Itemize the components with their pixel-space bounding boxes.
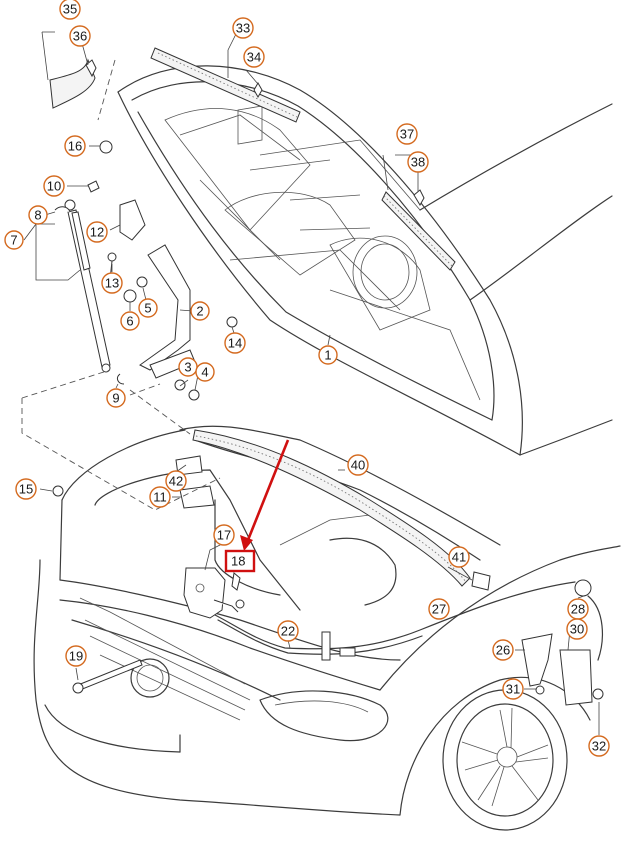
highlight-part-18: 18 <box>224 439 290 591</box>
svg-text:22: 22 <box>281 624 295 639</box>
assembly-outlines <box>21 59 221 511</box>
callout-28: 28 <box>567 598 589 620</box>
svg-text:16: 16 <box>68 139 82 154</box>
callout-12: 12 <box>86 221 108 243</box>
callout-34: 34 <box>243 46 265 68</box>
callout-6: 6 <box>120 311 140 331</box>
callout-15: 15 <box>15 478 37 500</box>
bulkhead-seal-40 <box>192 429 471 587</box>
svg-text:14: 14 <box>228 336 242 351</box>
svg-text:26: 26 <box>496 643 510 658</box>
svg-text:19: 19 <box>69 649 83 664</box>
svg-text:27: 27 <box>432 602 446 617</box>
svg-text:28: 28 <box>571 602 585 617</box>
callout-17: 17 <box>213 524 235 546</box>
callout-22: 22 <box>277 620 299 642</box>
svg-text:2: 2 <box>196 304 203 319</box>
callout-32: 32 <box>588 735 610 757</box>
callout-7: 7 <box>4 230 24 250</box>
svg-text:40: 40 <box>351 458 365 473</box>
callout-4: 4 <box>195 362 215 382</box>
callout-13: 13 <box>101 272 123 294</box>
svg-text:1: 1 <box>324 348 331 363</box>
svg-text:17: 17 <box>217 528 231 543</box>
callout-40: 40 <box>347 454 369 476</box>
callout-42: 42 <box>165 470 187 492</box>
svg-text:34: 34 <box>247 50 261 65</box>
svg-text:8: 8 <box>34 208 41 223</box>
gas-strut <box>64 199 111 373</box>
callout-41: 41 <box>448 546 470 568</box>
svg-text:15: 15 <box>19 482 33 497</box>
latch-assembly <box>52 455 491 619</box>
callout-8: 8 <box>28 205 48 225</box>
svg-text:5: 5 <box>144 301 151 316</box>
svg-text:38: 38 <box>411 155 425 170</box>
svg-text:12: 12 <box>90 225 104 240</box>
callout-14: 14 <box>224 332 246 354</box>
svg-text:33: 33 <box>236 21 250 36</box>
svg-text:31: 31 <box>506 682 520 697</box>
svg-text:4: 4 <box>201 365 208 380</box>
svg-text:10: 10 <box>47 179 61 194</box>
callout-30: 30 <box>566 618 588 640</box>
svg-text:13: 13 <box>105 276 119 291</box>
callout-35: 35 <box>59 0 81 20</box>
seal-35 <box>49 58 96 109</box>
svg-text:42: 42 <box>169 474 183 489</box>
callout-33: 33 <box>232 17 254 39</box>
car-body <box>33 103 621 831</box>
callout-3: 3 <box>178 357 198 377</box>
callout-11: 11 <box>149 486 171 508</box>
svg-text:41: 41 <box>452 550 466 565</box>
svg-text:32: 32 <box>592 739 606 754</box>
leader-lines <box>23 29 600 735</box>
svg-text:7: 7 <box>10 233 17 248</box>
callout-10: 10 <box>43 175 65 197</box>
svg-text:6: 6 <box>126 314 133 329</box>
callout-31: 31 <box>502 678 524 700</box>
svg-text:9: 9 <box>112 391 119 406</box>
callout-18-label: 18 <box>231 554 245 569</box>
svg-text:11: 11 <box>153 490 167 505</box>
svg-text:30: 30 <box>570 622 584 637</box>
release-lever <box>521 595 604 706</box>
highlight-arrowhead <box>240 535 253 551</box>
callout-27: 27 <box>428 598 450 620</box>
callout-26: 26 <box>492 639 514 661</box>
svg-text:36: 36 <box>73 29 87 44</box>
callout-19: 19 <box>65 645 87 667</box>
callout-5: 5 <box>138 298 158 318</box>
hood-seal-37 <box>381 191 456 271</box>
hinge-assembly <box>119 199 196 379</box>
callout-38: 38 <box>407 151 429 173</box>
callout-36: 36 <box>69 25 91 47</box>
callout-9: 9 <box>106 388 126 408</box>
bolt-19 <box>72 659 143 694</box>
svg-text:35: 35 <box>63 2 77 17</box>
hood-seal-33 <box>150 47 301 123</box>
highlight-box <box>224 549 256 573</box>
svg-text:3: 3 <box>184 360 191 375</box>
release-cable <box>214 579 592 661</box>
svg-text:37: 37 <box>400 127 414 142</box>
hood-outline <box>117 65 523 456</box>
callout-badges: 35 36 33 34 37 38 16 10 8 7 12 13 6 5 2 … <box>4 0 610 757</box>
callout-2: 2 <box>190 301 210 321</box>
callout-16: 16 <box>64 135 86 157</box>
highlight-arrow <box>246 439 290 541</box>
callout-37: 37 <box>396 123 418 145</box>
callout-1: 1 <box>318 345 338 365</box>
